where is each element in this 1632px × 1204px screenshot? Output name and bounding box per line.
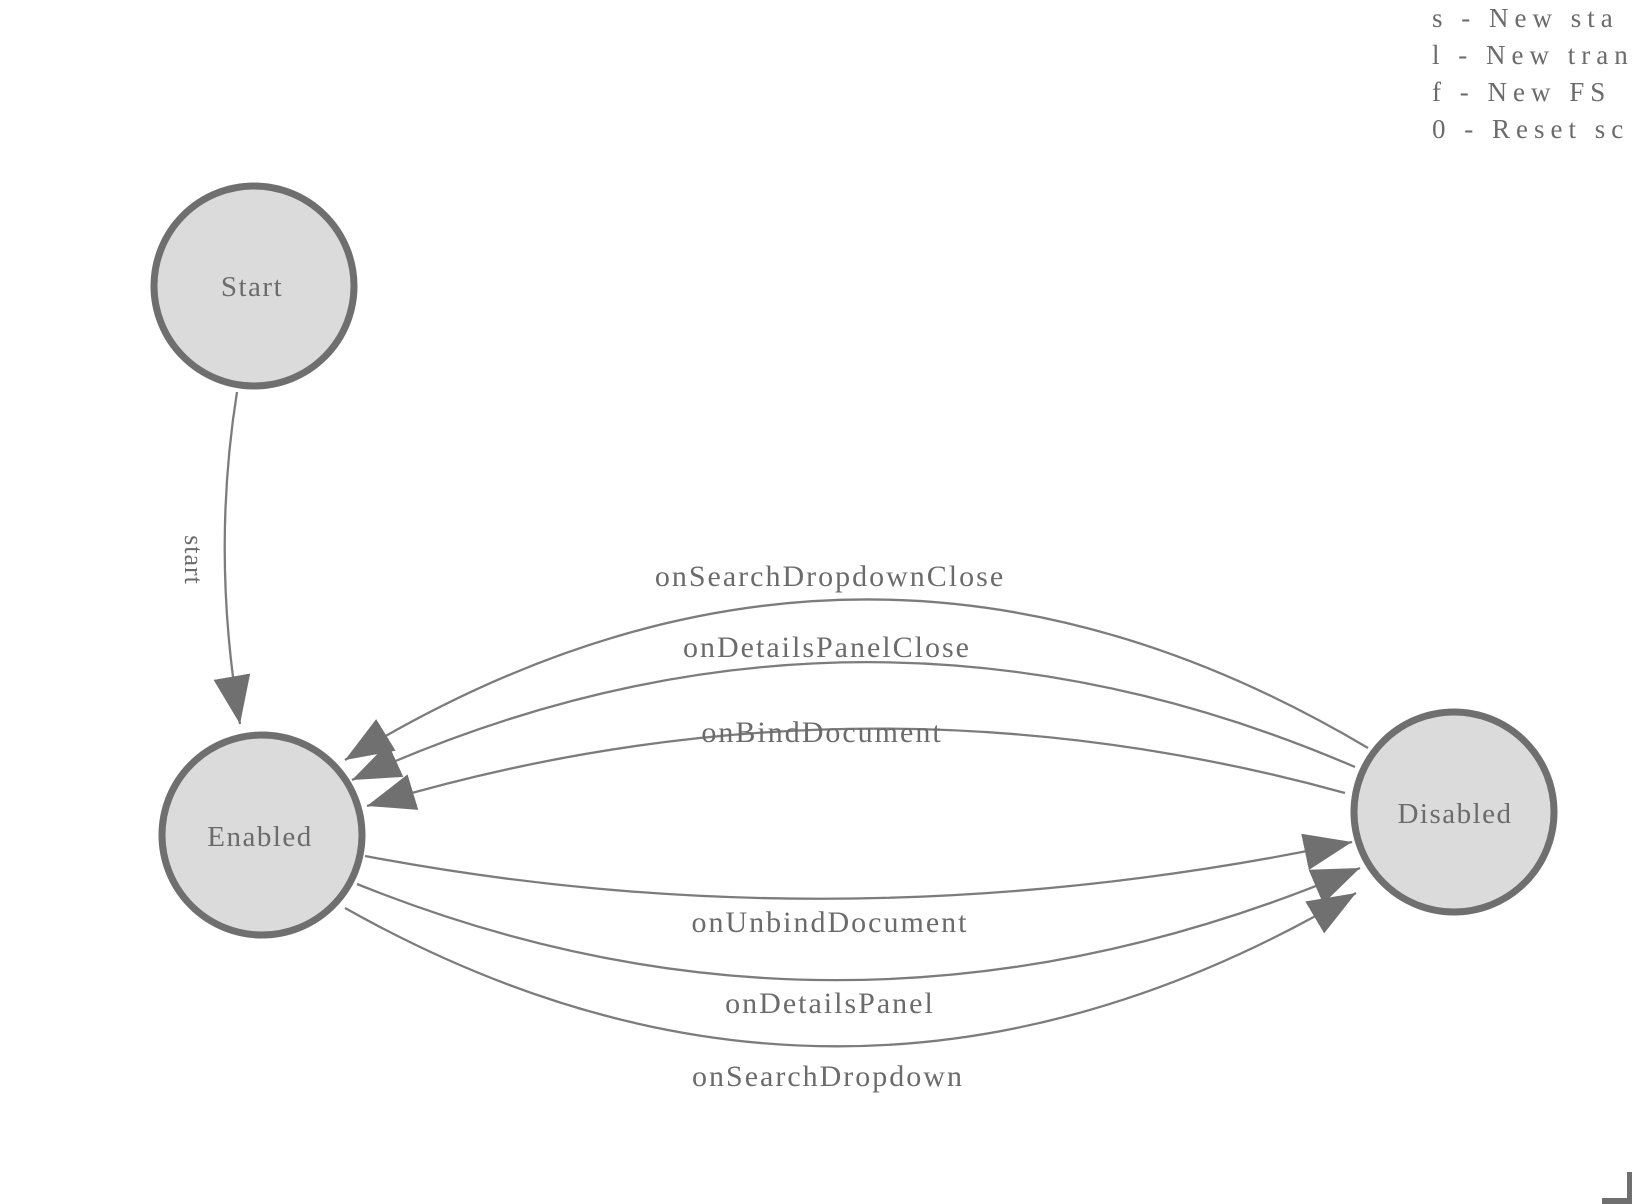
edge-label-on-unbind-document: onUnbindDocument <box>692 906 969 939</box>
edge-on-search-dropdown-close[interactable] <box>344 598 1369 761</box>
edge-on-search-dropdown[interactable] <box>344 892 1357 1048</box>
enabled-node-circle[interactable] <box>158 731 366 939</box>
edge-label-start: start <box>179 535 208 585</box>
legend-line-new-fsm: f - New FS <box>1432 77 1611 107</box>
legend-line-reset: 0 - Reset sc <box>1432 114 1629 144</box>
edge-label-on-bind-document: onBindDocument <box>701 716 942 749</box>
state-node-start[interactable]: Start <box>150 182 358 390</box>
edge-label-on-details-panel-close: onDetailsPanelClose <box>683 631 971 664</box>
edge-start-transition[interactable] <box>213 391 251 725</box>
state-node-enabled[interactable]: Enabled <box>158 731 366 939</box>
edge-label-on-search-dropdown-close: onSearchDropdownClose <box>655 560 1005 593</box>
disabled-node-label: Disabled <box>1397 798 1512 830</box>
clipped-corner-shape <box>1602 1172 1632 1204</box>
legend-line-new-state: s - New sta <box>1432 3 1619 33</box>
edge-label-on-details-panel: onDetailsPanel <box>725 987 935 1020</box>
start-node-circle[interactable] <box>150 182 358 390</box>
start-node-label: Start <box>221 271 283 303</box>
enabled-node-label: Enabled <box>207 821 313 853</box>
shortcut-legend: s - New sta l - New tran f - New FS 0 - … <box>1432 3 1632 144</box>
state-node-disabled[interactable]: Disabled <box>1350 708 1558 916</box>
legend-line-new-transition: l - New tran <box>1432 40 1632 70</box>
edge-on-details-panel-close[interactable] <box>351 661 1356 782</box>
disabled-node-circle[interactable] <box>1350 708 1558 916</box>
edge-on-unbind-document[interactable] <box>364 833 1353 900</box>
edge-on-bind-document[interactable] <box>366 727 1346 810</box>
edge-label-on-search-dropdown: onSearchDropdown <box>692 1060 964 1093</box>
edge-on-details-panel[interactable] <box>356 866 1361 982</box>
